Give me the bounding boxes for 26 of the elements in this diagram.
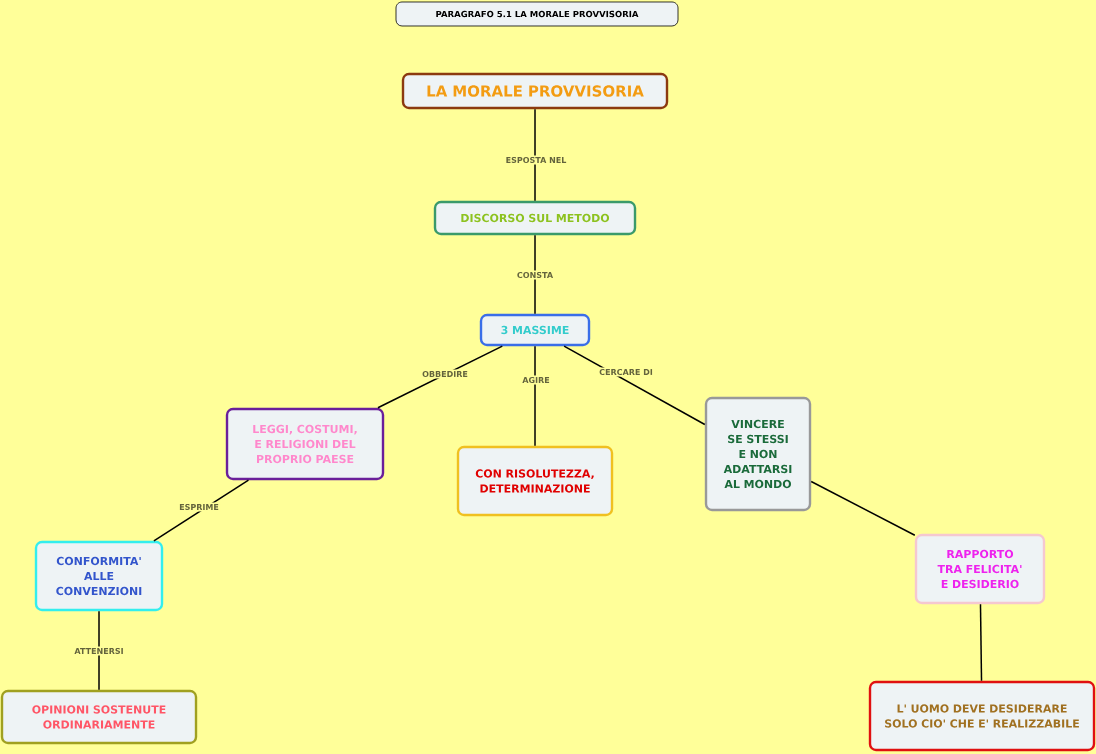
concept-box: CONFORMITA' ALLE CONVENZIONI [34, 540, 164, 612]
concept-box: CON RISOLUTEZZA, DETERMINAZIONE [456, 445, 614, 517]
connector-line [563, 345, 706, 426]
connector-line [98, 610, 100, 691]
concept-box: RAPPORTO TRA FELICITA' E DESIDERIO [914, 533, 1046, 605]
concept-box: LEGGI, COSTUMI, E RELIGIONI DEL PROPRIO PAESE [225, 407, 385, 481]
edge-label: ESPOSTA NEL [504, 155, 568, 165]
concept-box: DISCORSO SUL METODO [433, 200, 637, 236]
edge-label: OBBEDIRE [420, 369, 470, 379]
connector-line [534, 108, 536, 202]
concept-box: 3 MASSIME [479, 313, 591, 347]
edge-label: CONSTA [515, 270, 555, 280]
connector-line [534, 345, 536, 447]
concept-box: L' UOMO DEVE DESIDERARE SOLO CIO' CHE E' REALIZZABILE [868, 680, 1096, 752]
edge-label: ESPRIME [177, 502, 221, 512]
edge-label: CERCARE DI [597, 367, 655, 377]
concept-box: VINCERE SE STESSI E NON ADATTARSI AL MONDO [704, 396, 812, 512]
title-box: PARAGRAFO 5.1 LA MORALE PROVVISORIA [395, 1, 679, 27]
edge-label: ATTENERSI [72, 646, 126, 656]
concept-box: OPINIONI SOSTENUTE ORDINARIAMENTE [0, 689, 198, 745]
connector-line [979, 603, 983, 682]
connector-line [377, 345, 504, 409]
connector-line [810, 480, 916, 536]
concept-box: LA MORALE PROVVISORIA [401, 72, 669, 110]
connector-line [534, 234, 536, 315]
edge-label: AGIRE [520, 375, 552, 385]
